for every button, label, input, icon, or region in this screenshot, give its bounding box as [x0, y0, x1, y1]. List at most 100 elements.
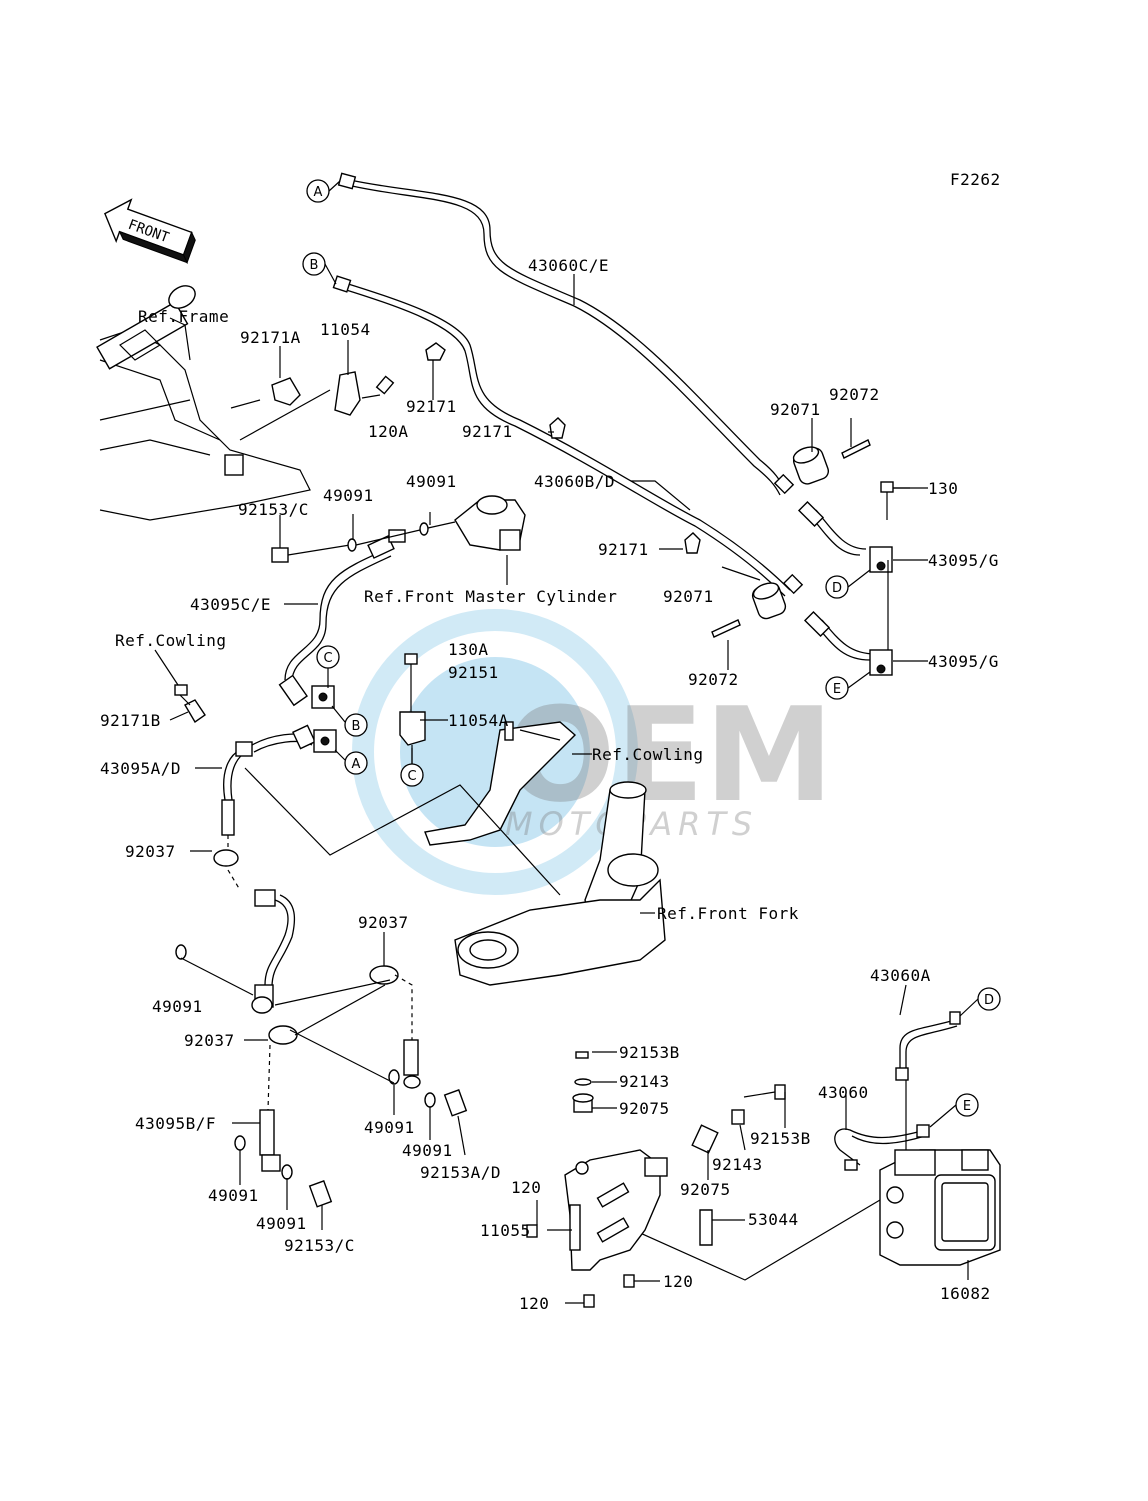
callout-c-left: C	[316, 645, 340, 669]
label-120-a: 120	[511, 1178, 541, 1197]
callout-e-bottom: E	[955, 1093, 979, 1117]
label-92151: 92151	[448, 663, 499, 682]
label-92153b-a: 92153B	[619, 1043, 680, 1062]
label-92072-top: 92072	[829, 385, 880, 404]
pipe-fitting	[337, 172, 357, 190]
cowling-center	[424, 721, 577, 846]
callout-b-top: B	[302, 252, 326, 276]
abs-unit-16082	[844, 1011, 1001, 1266]
hose-43095ce	[278, 529, 406, 709]
label-92153ad: 92153A/D	[420, 1163, 501, 1182]
label-43060: 43060	[818, 1083, 869, 1102]
svg-text:B: B	[352, 719, 361, 734]
label-92143-b: 92143	[712, 1155, 763, 1174]
label-49091-d: 49091	[364, 1118, 415, 1137]
label-92071-top: 92071	[770, 400, 821, 419]
label-43060bd: 43060B/D	[534, 472, 615, 491]
svg-text:E: E	[833, 682, 841, 697]
label-49091-e: 49091	[402, 1141, 453, 1160]
svg-text:B: B	[310, 258, 319, 273]
label-ref-front-fork: Ref.Front Fork	[657, 904, 799, 923]
clips-92171	[271, 342, 701, 554]
label-120-c: 120	[519, 1294, 549, 1313]
label-130a: 130A	[448, 640, 489, 659]
label-92171a: 92171A	[240, 328, 301, 347]
label-49091-f: 49091	[208, 1186, 259, 1205]
bracket-11055	[526, 1051, 786, 1308]
svg-text:D: D	[832, 581, 842, 596]
master-cylinder	[454, 495, 526, 551]
brake-pipes	[342, 179, 958, 1166]
figure-code: F2262	[950, 170, 1001, 189]
label-43095g-top: 43095/G	[928, 551, 999, 570]
clip-92171b	[174, 684, 206, 724]
label-92143-a: 92143	[619, 1072, 670, 1091]
washers-bolts	[175, 944, 468, 1208]
bolt-92153c-top	[271, 521, 456, 563]
label-92071-bot: 92071	[663, 587, 714, 606]
label-49091-b: 49091	[406, 472, 457, 491]
svg-text:C: C	[407, 769, 416, 784]
label-92171-low: 92171	[598, 540, 649, 559]
label-ref-cowling-center: Ref.Cowling	[592, 745, 703, 764]
label-92037-c: 92037	[184, 1031, 235, 1050]
svg-text:C: C	[323, 651, 332, 666]
callout-a-top: A	[306, 179, 330, 203]
label-92075-a: 92075	[619, 1099, 670, 1118]
label-ref-master-cylinder: Ref.Front Master Cylinder	[364, 587, 617, 606]
label-92037-b: 92037	[358, 913, 409, 932]
label-49091-g: 49091	[256, 1214, 307, 1233]
label-92072-bot: 92072	[688, 670, 739, 689]
label-43060ce: 43060C/E	[528, 256, 609, 275]
label-120-b: 120	[663, 1272, 693, 1291]
label-92171-top: 92171	[406, 397, 457, 416]
label-92171b: 92171B	[100, 711, 161, 730]
frame-sketch	[96, 285, 311, 521]
label-11054: 11054	[320, 320, 371, 339]
svg-text:A: A	[314, 185, 323, 200]
label-43060a: 43060A	[870, 966, 931, 985]
label-130: 130	[928, 479, 958, 498]
label-43095ce: 43095C/E	[190, 595, 271, 614]
label-43095g-bot: 43095/G	[928, 652, 999, 671]
label-49091-c: 49091	[152, 997, 203, 1016]
callout-a-left: A	[344, 751, 368, 775]
callout-d-bottom: D	[977, 987, 1001, 1011]
label-92153b-b: 92153B	[750, 1129, 811, 1148]
callout-d-right: D	[825, 575, 849, 599]
label-53044: 53044	[748, 1210, 799, 1229]
front-arrow-icon: FRONT	[104, 198, 196, 264]
bracket-11054	[334, 371, 395, 416]
callout-b-left: B	[344, 713, 368, 737]
hose-fittings-right	[773, 473, 893, 676]
svg-text:A: A	[352, 757, 361, 772]
label-11054a: 11054A	[448, 711, 509, 730]
label-16082: 16082	[940, 1284, 991, 1303]
watermark: OEM MOTOPARTS	[352, 609, 834, 895]
label-92153c-top: 92153/C	[238, 500, 309, 519]
label-leaders	[154, 274, 969, 1304]
label-92075-b: 92075	[680, 1180, 731, 1199]
label-ref-frame: Ref.Frame	[138, 307, 229, 326]
label-92037-a: 92037	[125, 842, 176, 861]
pipe-fitting	[332, 275, 352, 293]
label-43095bf: 43095B/F	[135, 1114, 216, 1133]
hose-lower	[213, 835, 421, 1172]
label-43095ad: 43095A/D	[100, 759, 181, 778]
callout-c-center: C	[400, 763, 424, 787]
grommet-92071	[711, 439, 871, 638]
callout-e-right: E	[825, 676, 849, 700]
hose-43095ad	[221, 724, 337, 836]
label-92153c-bot: 92153/C	[284, 1236, 355, 1255]
svg-text:E: E	[963, 1099, 971, 1114]
watermark-brand: OEM	[505, 679, 834, 831]
label-49091-a: 49091	[323, 486, 374, 505]
label-92171-mid: 92171	[462, 422, 513, 441]
svg-text:D: D	[984, 993, 994, 1008]
label-11055: 11055	[480, 1221, 531, 1240]
label-ref-cowling-left: Ref.Cowling	[115, 631, 226, 650]
part-labels: 43060C/E Ref.Frame 92171A 11054 92171 12…	[100, 256, 999, 1313]
label-120a: 120A	[368, 422, 409, 441]
front-fork	[454, 781, 666, 986]
